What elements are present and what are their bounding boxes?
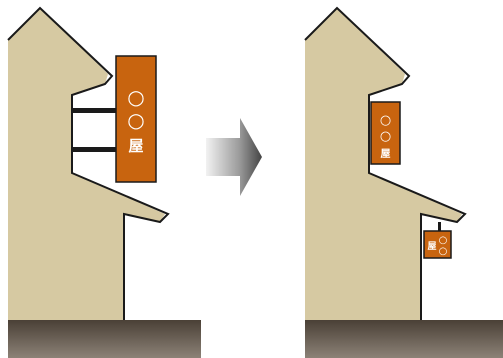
before-sign-char-2: ○ [127, 108, 144, 132]
after-upper-sign-char-2: ○ [380, 129, 391, 144]
before-ground [8, 320, 201, 358]
after-lower-sign-char-right-2: ○ [439, 246, 448, 257]
after-upper-sign: ○ ○ 屋 [370, 101, 401, 165]
before-bracket-bottom [72, 147, 118, 152]
before-building [8, 8, 165, 320]
after-lower-sign-char-left: 屋 [427, 241, 436, 252]
after-roof-edge [304, 6, 467, 320]
after-lower-sign: 屋 ○ ○ [423, 230, 452, 259]
after-ground [305, 320, 503, 358]
arrow-right-icon [206, 118, 262, 196]
before-roof-upper-edge [7, 6, 170, 320]
after-lower-sign-hanger [438, 222, 441, 232]
after-lower-sign-char-right-1: ○ [439, 235, 448, 246]
before-sign: ○ ○ 屋 [115, 55, 157, 183]
after-building [305, 8, 462, 320]
after-upper-sign-char-3: 屋 [381, 148, 391, 160]
before-scene: ○ ○ 屋 [7, 6, 201, 358]
after-upper-sign-char-1: ○ [380, 113, 391, 128]
after-scene: ○ ○ 屋 屋 ○ ○ [304, 6, 503, 358]
before-bracket-top [72, 108, 118, 113]
before-sign-char-1: ○ [127, 85, 144, 109]
before-sign-char-3: 屋 [128, 137, 143, 155]
